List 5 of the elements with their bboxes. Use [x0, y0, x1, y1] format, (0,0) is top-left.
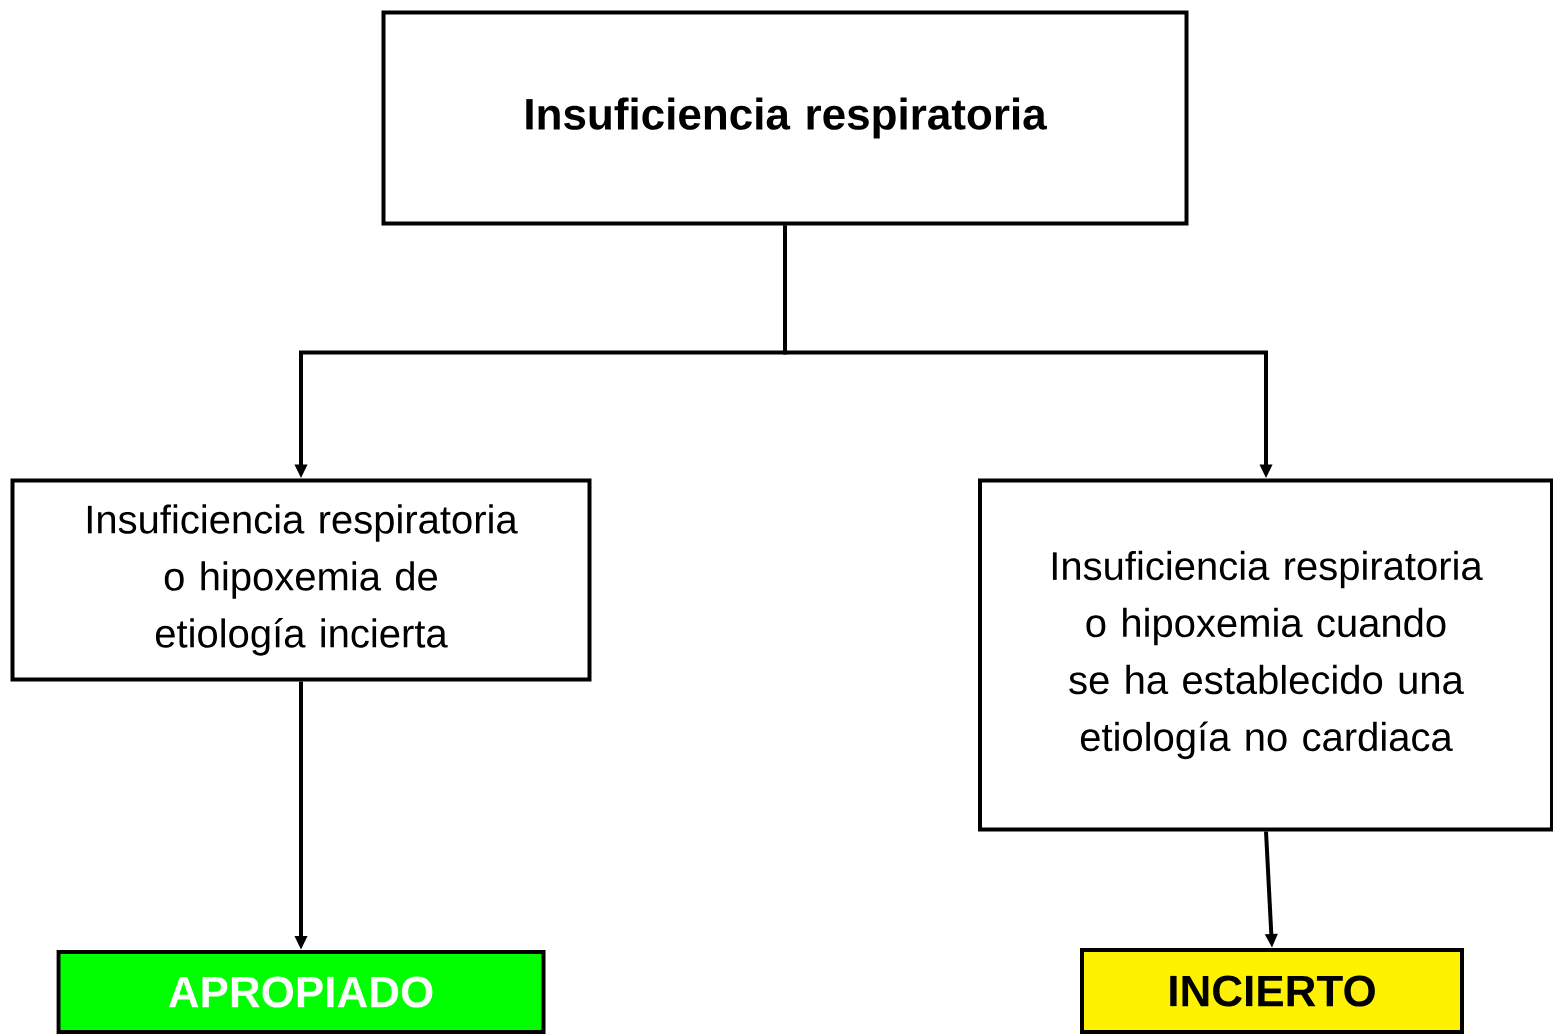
- result-box: APROPIADO: [56, 950, 546, 1034]
- title-box: Insuficiencia respiratoria: [381, 10, 1189, 226]
- result-box: INCIERTO: [1080, 948, 1464, 1034]
- process-box: Insuficiencia respiratoria o hipoxemia cuando se ha establecido una etiología no cardiaca: [978, 478, 1553, 832]
- process-box: Insuficiencia respiratoria o hipoxemia de etiología incierta: [10, 478, 592, 682]
